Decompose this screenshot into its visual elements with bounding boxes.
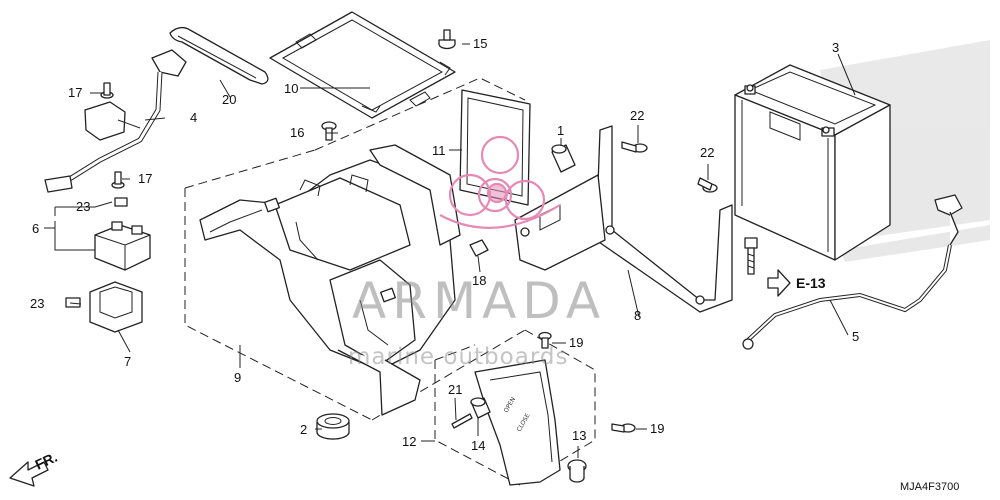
part-15-bolt xyxy=(438,29,456,50)
part-17-bolt-upper xyxy=(100,82,114,99)
watermark-tagline: marine outboards xyxy=(348,344,568,370)
callout-6: 6 xyxy=(32,221,39,236)
callout-3: 3 xyxy=(832,40,839,55)
callout-8: 8 xyxy=(634,308,641,323)
callout-22-right: 22 xyxy=(700,145,714,160)
callout-18: 18 xyxy=(472,273,486,288)
callout-7: 7 xyxy=(124,354,131,369)
callout-11: 11 xyxy=(432,143,446,158)
part-19-screw-lower xyxy=(611,423,636,433)
part-8-battery-stay xyxy=(514,125,733,313)
reference-arrow-e13: E-13 xyxy=(767,269,826,297)
callout-19-upper: 19 xyxy=(569,335,583,350)
callout-23-upper: 23 xyxy=(76,199,90,214)
part-16-bolt xyxy=(321,121,337,141)
part-7-relay-cover xyxy=(89,281,143,333)
callout-9: 9 xyxy=(234,370,241,385)
part-10-battery-cover-frame xyxy=(269,11,456,119)
part-9-battery-box xyxy=(199,144,461,416)
part-12-cover: OPEN CLOSE xyxy=(474,359,561,486)
drawing-code: MJA4F3700 xyxy=(900,481,959,493)
callout-19-lower: 19 xyxy=(650,421,664,436)
callout-21: 21 xyxy=(448,382,462,397)
callout-10: 10 xyxy=(284,81,298,96)
part-4-wire-harness xyxy=(44,49,187,193)
callout-23-lower: 23 xyxy=(30,296,44,311)
part-5-battery-cable xyxy=(742,194,963,350)
callout-22-left: 22 xyxy=(630,108,644,123)
callout-14: 14 xyxy=(471,438,485,453)
part-14-grommet xyxy=(470,397,491,419)
part-22-bolt-right xyxy=(697,177,718,193)
part-6-starter-relay xyxy=(94,221,151,271)
watermark-brand: ARMADA xyxy=(352,272,606,330)
part-18-clip xyxy=(469,239,489,257)
callout-1: 1 xyxy=(557,123,564,138)
callout-4: 4 xyxy=(190,110,197,125)
front-direction-arrow: FR. xyxy=(9,449,60,487)
part-23-fuse-lower xyxy=(65,297,81,308)
callout-2: 2 xyxy=(300,422,307,437)
part-17-bolt-lower xyxy=(111,171,125,189)
callout-20: 20 xyxy=(222,92,236,107)
watermark: ARMADA marine outboards xyxy=(348,135,606,370)
callout-12: 12 xyxy=(402,434,416,449)
callout-13: 13 xyxy=(572,428,586,443)
part-13-knob xyxy=(567,459,587,483)
part-2-grommet xyxy=(316,413,350,440)
part-22-bolt-left xyxy=(621,141,648,153)
reference-bolt xyxy=(744,237,758,275)
callouts: 1 2 3 4 5 6 7 8 9 10 11 12 13 14 15 16 1… xyxy=(30,36,859,453)
part-3-battery xyxy=(734,64,891,261)
part-19-screw-upper xyxy=(538,331,552,349)
callout-15: 15 xyxy=(473,36,487,51)
part-20-rubber-band xyxy=(169,26,269,85)
part-23-fuse-upper xyxy=(114,197,128,207)
leader-lines xyxy=(44,43,856,458)
callout-17-upper: 17 xyxy=(68,85,82,100)
front-label: FR. xyxy=(33,449,60,473)
part-21-pin xyxy=(451,413,473,429)
callout-16: 16 xyxy=(290,125,304,140)
callout-5: 5 xyxy=(852,329,859,344)
reference-label: E-13 xyxy=(796,275,826,291)
callout-17-lower: 17 xyxy=(138,171,152,186)
watermark-logo-icon xyxy=(439,135,561,229)
part-1-holder xyxy=(551,144,576,173)
